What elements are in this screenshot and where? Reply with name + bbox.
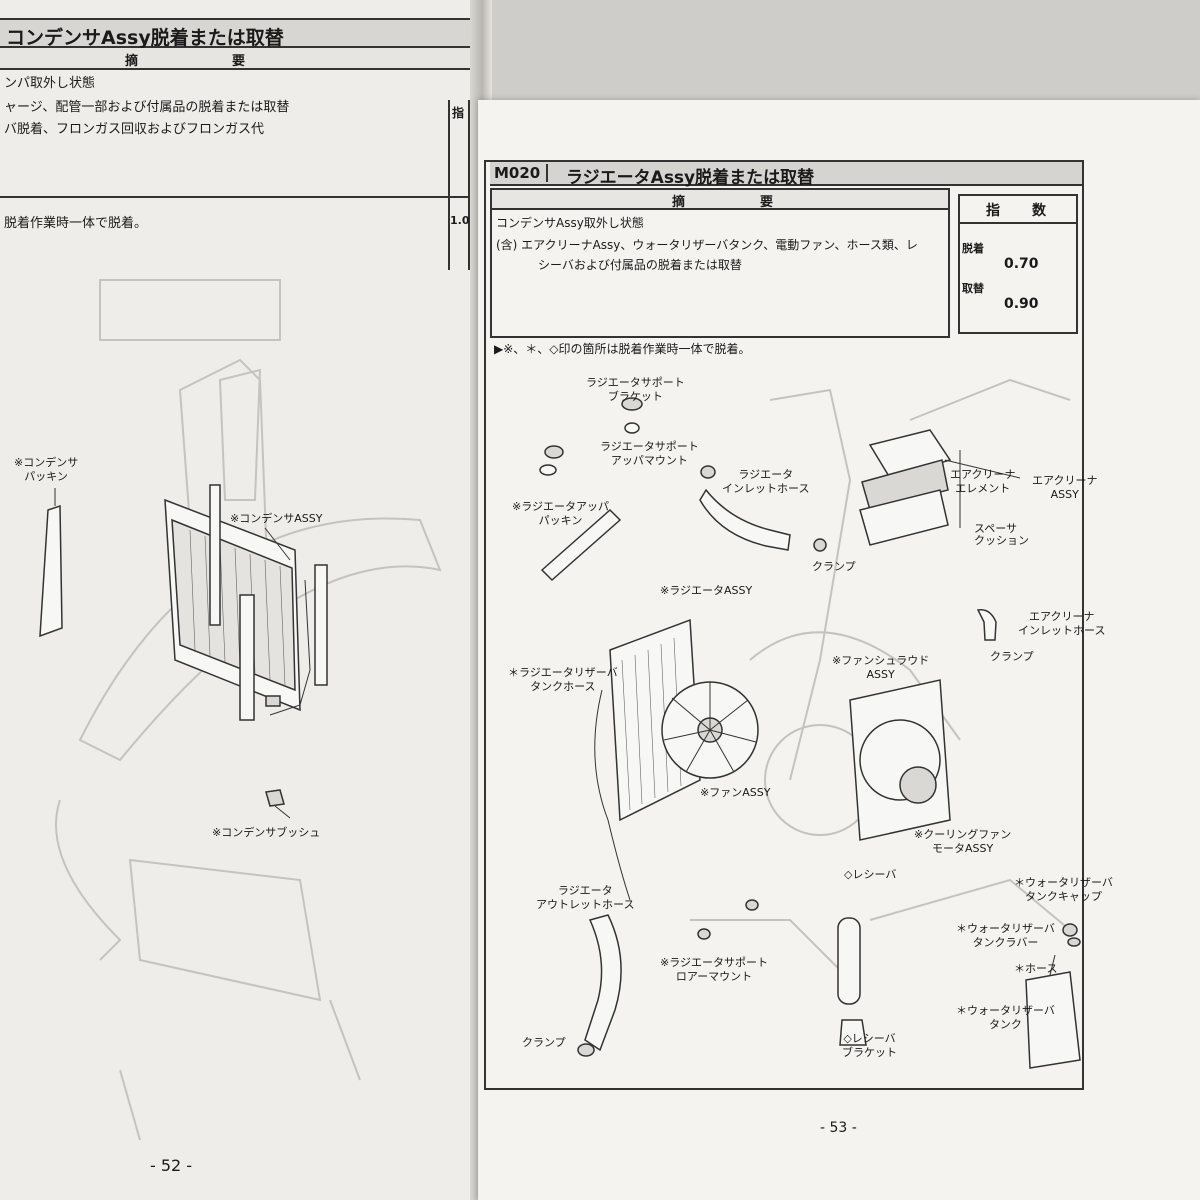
right-content-frame: [484, 160, 1084, 1090]
tank-cap-label: ＊ウォータリザーバ タンクキャップ: [1014, 876, 1113, 903]
right-page-number: - 53 -: [820, 1120, 857, 1136]
fan-assy-label: ※ファンASSY: [700, 786, 771, 799]
radiator-diagram: [539, 378, 1081, 1069]
outlet-hose-label: ラジエータ アウトレットホース: [536, 884, 635, 911]
support-upper-mount-label: ラジエータサポート アッパマウント: [600, 440, 699, 467]
left-index-number: 1.0: [450, 214, 470, 227]
cushion-label: クッション: [974, 534, 1029, 547]
operation-code: M020: [494, 164, 549, 182]
tank-rubber-label: ＊ウォータリザーバ タンクラバー: [956, 922, 1055, 949]
inlet-hose-label: ラジエータ インレットホース: [722, 468, 810, 495]
left-note: 脱着作業時一体で脱着。: [4, 216, 148, 231]
right-title-bar: M020 ラジエータAssy脱着または取替: [490, 162, 1082, 188]
summary-header-label-2: 要: [760, 195, 774, 210]
upper-packing-label: ※ラジエータアッパ パッキン: [512, 500, 609, 527]
receiver-label: ◇レシーバ: [844, 868, 897, 881]
work-hours-value-replace: 0.90: [1004, 296, 1039, 312]
clamp-label-2: クランプ: [990, 650, 1034, 663]
summary-line: コンデンサAssy取外し状態: [496, 216, 644, 230]
work-hours-value-removal: 0.70: [1004, 256, 1039, 272]
left-summary-header: 摘 要: [0, 48, 472, 70]
receiver-bracket-label: ◇レシーバ ブラケット: [842, 1032, 897, 1059]
condenser-bush-label: ※コンデンサブッシュ: [212, 826, 321, 839]
left-page-title: コンデンサAssy脱着または取替: [6, 27, 284, 49]
left-title-bar: コンデンサAssy脱着または取替: [0, 18, 472, 49]
reserve-tank-label: ＊ウォータリザーバ タンク: [956, 1004, 1055, 1031]
cooling-fan-motor-label: ※クーリングファン モータASSY: [914, 828, 1012, 855]
summary-box: 摘 要 コンデンサAssy取外し状態 (含) エアクリーナAssy、ウォータリザ…: [490, 188, 950, 338]
left-summary-line: ンパ取外し状態: [4, 76, 96, 91]
left-page-number: - 52 -: [150, 1156, 193, 1175]
left-summary-body: ンパ取外し状態 ャージ、配管一部および付属品の脱着または取替 バ脱着、フロンガス…: [0, 70, 472, 198]
summary-line: (含) エアクリーナAssy、ウォータリザーバタンク、電動ファン、ホース類、レ: [496, 238, 918, 252]
work-hours-header-1: 指: [986, 203, 1000, 219]
summary-line: シーバおよび付属品の脱着または取替: [538, 258, 742, 272]
condenser-packing-label: ※コンデンサ パッキン: [14, 456, 79, 483]
air-cleaner-element-label: エアクリーナ エレメント: [950, 468, 1016, 495]
left-index-column: [448, 100, 470, 270]
left-summary-line: バ脱着、フロンガス回収およびフロンガス代: [4, 122, 265, 137]
left-summary-line: ャージ、配管一部および付属品の脱着または取替: [4, 100, 290, 115]
spacer-label: スペーサ: [974, 522, 1018, 535]
air-cleaner-assy-label: エアクリーナ ASSY: [1032, 474, 1098, 501]
lower-mount-label: ※ラジエータサポート ロアーマウント: [660, 956, 768, 983]
air-cleaner-inlet-hose-label: エアクリーナ インレットホース: [1018, 610, 1106, 637]
work-hours-header: 指 数: [960, 196, 1076, 224]
right-page-title: ラジエータAssy脱着または取替: [566, 168, 815, 188]
clamp-label-1: クランプ: [812, 560, 856, 573]
work-hours-header-2: 数: [1032, 203, 1046, 219]
work-hours-label-removal: 脱着: [962, 242, 984, 255]
clamp-label-3: クランプ: [522, 1036, 566, 1049]
left-background-illustration: [55, 279, 442, 1141]
summary-header-label-1: 摘: [672, 195, 686, 210]
radiator-assy-label: ※ラジエータASSY: [660, 584, 753, 597]
left-index-label: 指: [452, 106, 465, 120]
right-note: ▶※、＊、◇印の箇所は脱着作業時一体で脱着。: [494, 342, 751, 356]
hose-label: ＊ホース: [1014, 962, 1058, 975]
left-header-label-1: 摘: [125, 54, 139, 69]
condenser-assy-label: ※コンデンサASSY: [230, 512, 323, 525]
support-bracket-label: ラジエータサポート ブラケット: [586, 376, 685, 403]
work-hours-label-replace: 取替: [962, 282, 984, 295]
summary-header: 摘 要: [492, 190, 948, 210]
fan-shroud-label: ※ファンシュラウド ASSY: [832, 654, 930, 681]
reserve-tank-hose-label: ＊ラジエータリザーバ タンクホース: [508, 666, 618, 693]
condenser-diagram: [39, 484, 328, 819]
work-hours-box: 指 数 脱着 0.70 取替 0.90: [958, 194, 1078, 334]
left-header-label-2: 要: [232, 54, 246, 69]
condenser-packing-part: [39, 504, 63, 638]
